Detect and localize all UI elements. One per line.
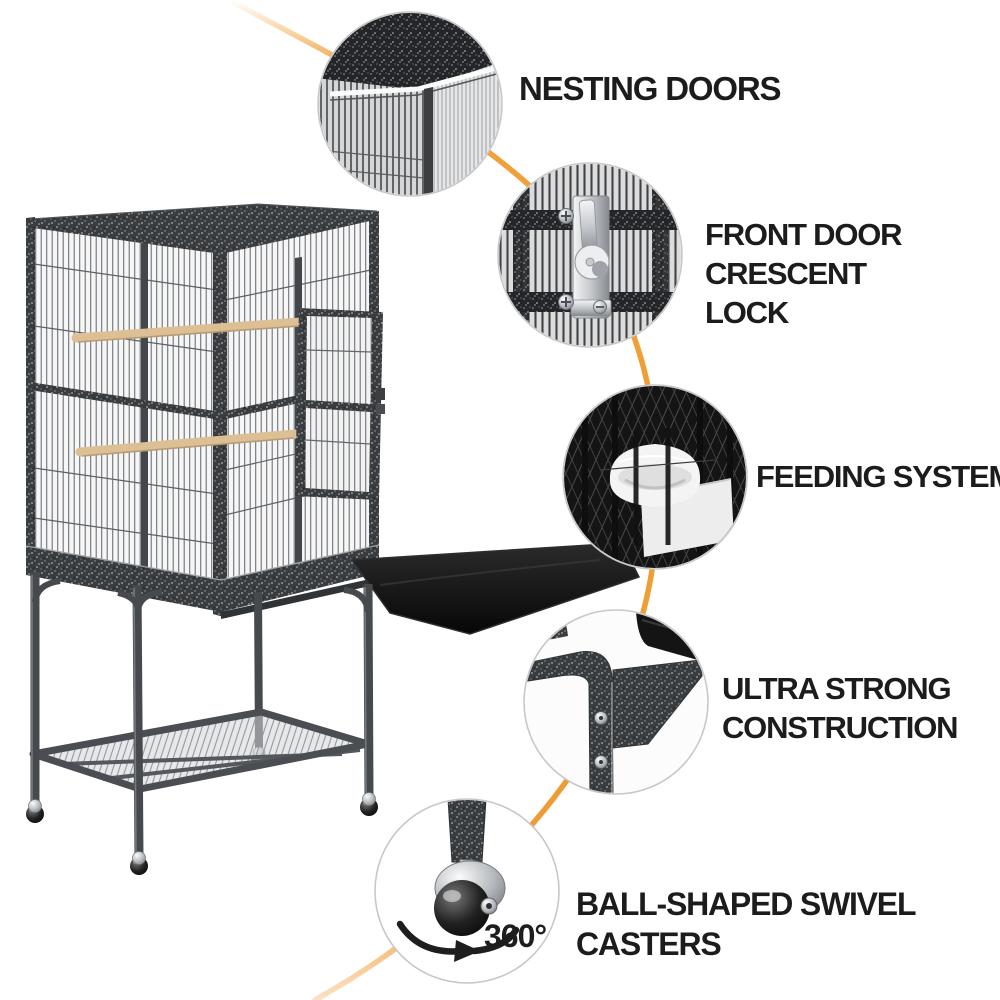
- caster-ball-icon: [434, 860, 506, 936]
- screw-icon: [558, 294, 574, 310]
- caster: [360, 792, 378, 816]
- callout-front-door-lock: [497, 162, 683, 348]
- rivet-icon: [594, 755, 608, 769]
- callout-construction: [523, 609, 709, 795]
- wood-perch: [71, 316, 320, 457]
- bird-cage-illustration: [25, 203, 641, 875]
- rivet-icon: [594, 711, 608, 725]
- door-latch: [376, 388, 385, 400]
- screw-icon: [593, 300, 607, 314]
- rolling-stand: [26, 572, 378, 875]
- label-nesting-doors: NESTING DOORS: [519, 70, 781, 107]
- label-front-door-crescent-lock: FRONT DOOR CRESCENT LOCK: [705, 217, 903, 330]
- callout-feeding-system: [562, 384, 748, 570]
- label-ball-shaped-swivel-casters: BALL-SHAPED SWIVEL CASTERS: [576, 886, 916, 962]
- callout-nesting-doors: [317, 11, 503, 197]
- open-front-door: [295, 308, 385, 500]
- cage-top: [30, 204, 377, 247]
- caster: [130, 851, 148, 875]
- label-ultra-strong-construction: ULTRA STRONG CONSTRUCTION: [722, 671, 959, 745]
- crescent-lock-icon: [558, 195, 612, 319]
- caster: [26, 799, 44, 823]
- rotation-arrow-icon: [396, 920, 520, 962]
- callout-casters: [374, 798, 560, 984]
- pull-out-tray: [350, 542, 641, 635]
- rotation-360-badge: 360°: [484, 918, 547, 954]
- label-feeding-system: FEEDING SYSTEM: [756, 459, 1000, 494]
- screw-icon: [558, 208, 574, 224]
- stand-shelf: [29, 708, 372, 793]
